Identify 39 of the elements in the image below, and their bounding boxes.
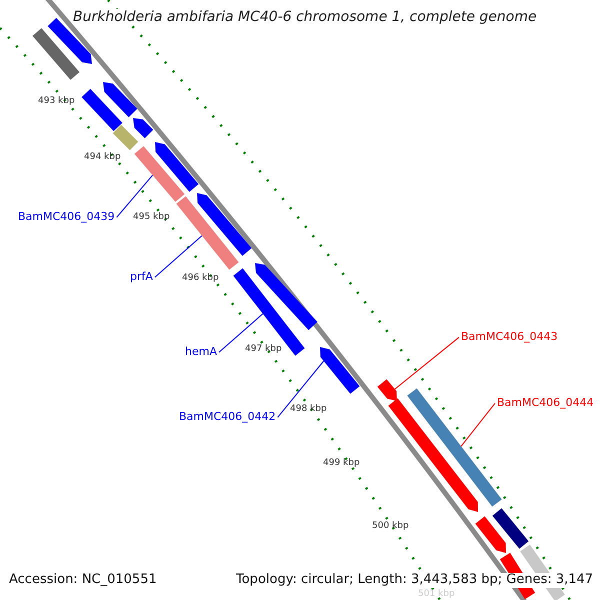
gene-label: BamMC406_0442	[179, 411, 276, 424]
diagram-title: Burkholderia ambifaria MC40-6 chromosome 1, complete genome	[73, 9, 537, 26]
gene-label: BamMC406_0443	[461, 331, 558, 344]
scale-label: 493 kbp	[38, 96, 75, 106]
gene-bar	[233, 268, 305, 356]
gene-block	[320, 347, 360, 394]
scale-label: 499 kbp	[323, 458, 360, 468]
leader-line	[116, 174, 154, 218]
gene-label: hemA	[185, 346, 217, 359]
genome-stats-text: Topology: circular; Length: 3,443,583 bp; Genes: 3,147	[236, 573, 594, 588]
gene-bar	[112, 124, 138, 150]
leader-line	[394, 336, 460, 390]
gene-bar	[176, 196, 239, 270]
gene-block	[255, 263, 318, 330]
scale-label: 498 kbp	[290, 404, 327, 414]
leader-line	[460, 402, 496, 447]
leader-line	[218, 313, 264, 353]
leader-line	[154, 235, 202, 278]
gene-label: prfA	[130, 271, 153, 284]
leader-line	[277, 360, 324, 418]
scale-label: 495 kbp	[133, 212, 170, 222]
gene-block	[155, 142, 199, 192]
scale-label: 500 kbp	[372, 521, 409, 532]
scale-label: 496 kbp	[182, 273, 219, 284]
gene-block	[133, 118, 154, 138]
gene-bar	[82, 88, 122, 132]
scale-label: 494 kbp	[84, 152, 121, 162]
gene-label: BamMC406_0444	[497, 397, 594, 410]
gene-label: BamMC406_0439	[18, 211, 115, 224]
gene-bar	[32, 28, 80, 80]
gene-block	[475, 516, 506, 553]
scale-label: 497 kbp	[245, 344, 282, 354]
gene-bar	[134, 146, 185, 202]
gene-block	[388, 398, 478, 512]
gene-bar	[492, 508, 529, 549]
gene-block	[103, 82, 138, 118]
gene-block	[197, 193, 252, 256]
gene-block	[377, 379, 397, 401]
accession-text: Accession: NC_010551	[9, 573, 157, 588]
